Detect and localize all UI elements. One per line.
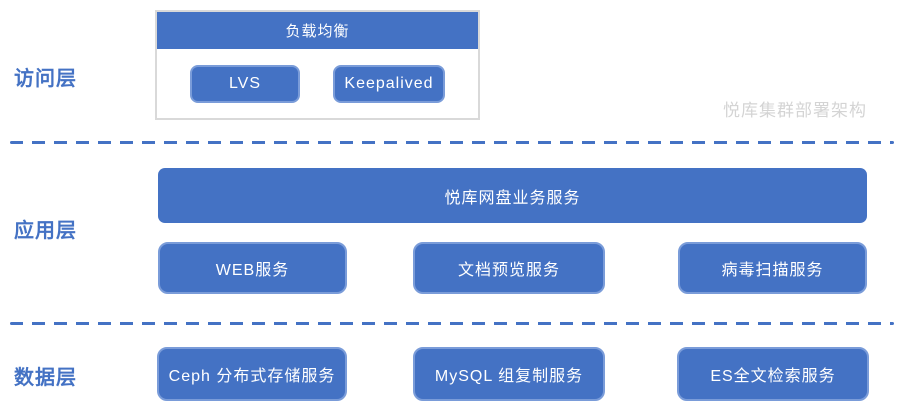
diagram-title-watermark: 悦库集群部署架构 [723,101,867,120]
layer-divider-top [10,141,894,144]
data-layer-label: 数据层 [14,367,77,389]
node-virus-scan-service: 病毒扫描服务 [678,242,867,294]
node-keepalived: Keepalived [333,65,445,103]
node-document-preview-service: 文档预览服务 [413,242,605,294]
node-main-business-service: 悦库网盘业务服务 [158,168,867,223]
application-layer-label: 应用层 [14,220,77,242]
layer-divider-bottom [10,322,894,325]
access-layer-label: 访问层 [14,68,77,90]
node-es-fulltext-search-service: ES全文检索服务 [677,347,869,401]
load-balancing-group-title: 负载均衡 [157,12,478,49]
node-ceph-storage-service: Ceph 分布式存储服务 [157,347,347,401]
node-mysql-replication-service: MySQL 组复制服务 [413,347,605,401]
node-web-service: WEB服务 [158,242,347,294]
node-lvs: LVS [190,65,300,103]
